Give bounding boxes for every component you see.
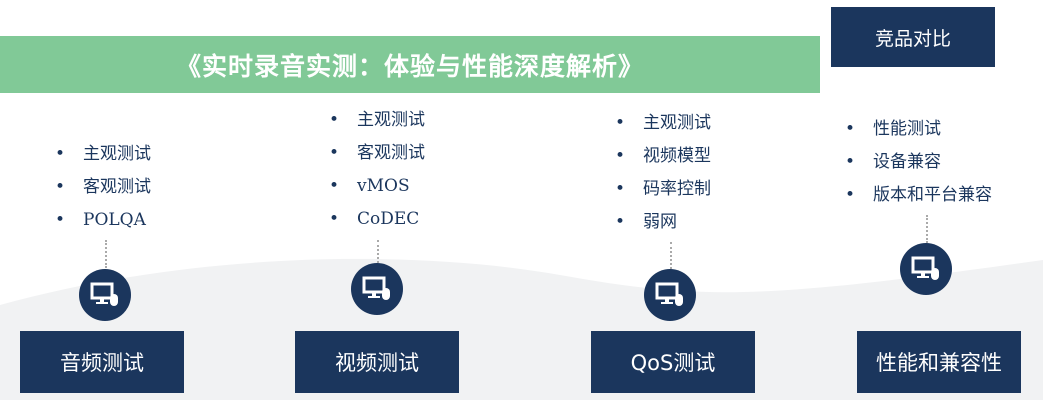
list-item: 视频模型 [615, 140, 711, 173]
audio-test-box: 音频测试 [20, 331, 184, 393]
banner-title: 《实时录音实测：体验与性能深度解析》 [0, 36, 820, 93]
list-item: vMOS [329, 170, 425, 203]
list-item: 客观测试 [329, 137, 425, 170]
computer-mouse-icon [79, 269, 131, 321]
computer-mouse-icon [900, 243, 952, 295]
list-item: 主观测试 [55, 138, 151, 171]
list-item: 客观测试 [55, 171, 151, 204]
qos-test-box: QoS测试 [591, 331, 755, 393]
list-item: 主观测试 [329, 104, 425, 137]
list-item: 性能测试 [845, 113, 992, 146]
performance-test-list: 性能测试 设备兼容 版本和平台兼容 [845, 113, 992, 212]
connector-line [105, 240, 107, 268]
video-test-box: 视频测试 [295, 331, 459, 393]
performance-compat-box: 性能和兼容性 [857, 331, 1021, 393]
connector-line [377, 240, 379, 263]
list-item: CoDEC [329, 203, 425, 236]
video-test-list: 主观测试 客观测试 vMOS CoDEC [329, 104, 425, 236]
list-item: 弱网 [615, 206, 711, 239]
list-item: 版本和平台兼容 [845, 179, 992, 212]
list-item: POLQA [55, 204, 151, 237]
list-item: 码率控制 [615, 173, 711, 206]
computer-mouse-icon [644, 269, 696, 321]
audio-test-list: 主观测试 客观测试 POLQA [55, 138, 151, 237]
list-item: 主观测试 [615, 107, 711, 140]
connector-line [926, 215, 928, 243]
qos-test-list: 主观测试 视频模型 码率控制 弱网 [615, 107, 711, 239]
connector-line [670, 242, 672, 269]
computer-mouse-icon [351, 263, 403, 315]
list-item: 设备兼容 [845, 146, 992, 179]
competitor-compare-button[interactable]: 竞品对比 [831, 7, 995, 67]
